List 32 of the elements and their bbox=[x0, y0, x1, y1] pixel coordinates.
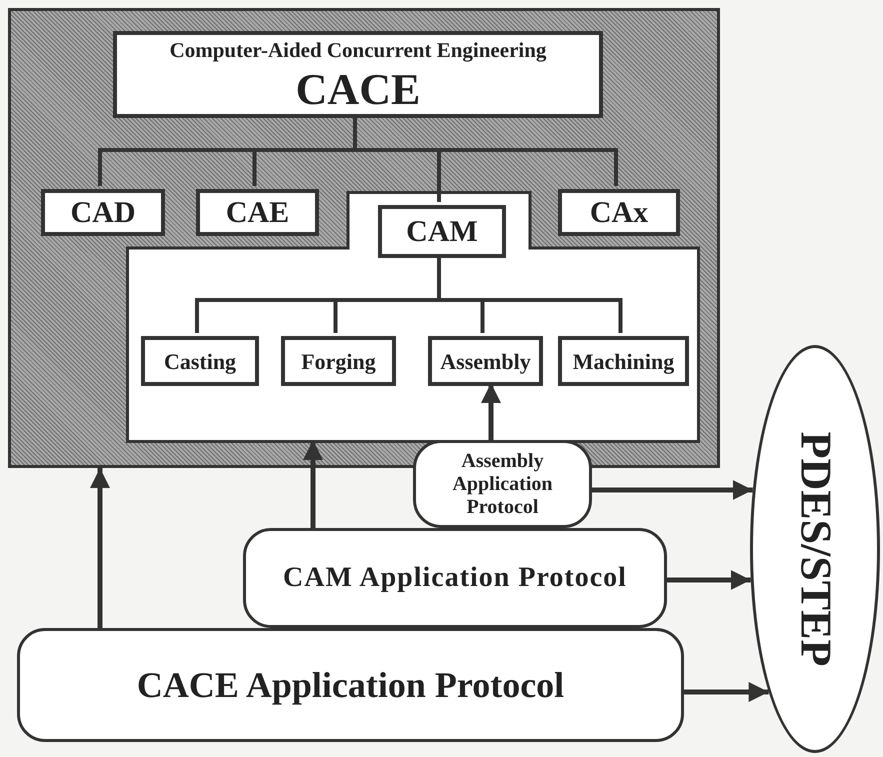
module-box bbox=[196, 189, 319, 236]
node-label: Computer-Aided Concurrent Engineering bbox=[170, 36, 546, 64]
module-box bbox=[378, 205, 506, 258]
arrow bbox=[592, 480, 753, 500]
title-box bbox=[113, 31, 603, 118]
node-label: Assembly bbox=[440, 348, 531, 376]
process-box bbox=[281, 336, 396, 386]
process-box bbox=[428, 336, 543, 386]
node-label: Machining bbox=[572, 348, 674, 376]
node-label: CACE Application Protocol bbox=[136, 664, 564, 707]
node-label: Assembly Application Protocol bbox=[451, 450, 554, 518]
module-box bbox=[41, 189, 165, 236]
arrow bbox=[684, 682, 769, 702]
process-box bbox=[558, 336, 689, 386]
protocol-box bbox=[243, 528, 667, 628]
node-label: PDES/STEP bbox=[790, 432, 841, 666]
node-label: CACE bbox=[296, 66, 420, 114]
node-label: CAD bbox=[70, 195, 136, 231]
module-box bbox=[558, 189, 680, 236]
node-label: Casting bbox=[164, 348, 236, 376]
arrow bbox=[303, 440, 323, 528]
node-label: CAx bbox=[590, 195, 648, 231]
node-label: CAM Application Protocol bbox=[283, 561, 627, 595]
arrow bbox=[481, 383, 501, 440]
arrow bbox=[90, 468, 110, 628]
node-label: Forging bbox=[301, 348, 376, 376]
node-label: CAM bbox=[406, 214, 478, 250]
arrow bbox=[667, 570, 751, 590]
node-label: CAE bbox=[226, 195, 290, 231]
process-box bbox=[141, 336, 259, 386]
protocol-box bbox=[413, 440, 592, 528]
protocol-box bbox=[17, 628, 684, 742]
